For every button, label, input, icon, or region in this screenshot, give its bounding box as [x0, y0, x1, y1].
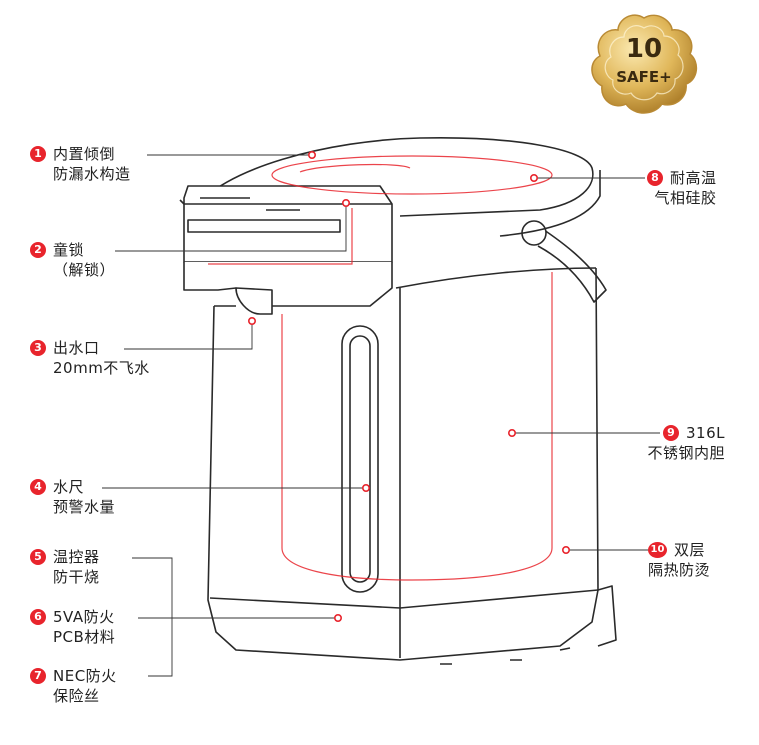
- feature-number-badge: 5: [30, 549, 46, 565]
- feature-number-badge: 7: [30, 668, 46, 684]
- feature-subtitle: PCB材料: [53, 628, 116, 646]
- callout-leaders: [102, 154, 665, 677]
- inner-liner-highlight: [208, 155, 553, 581]
- feature-title: 童锁: [53, 241, 85, 259]
- feature-subtitle: 防漏水构造: [53, 165, 131, 183]
- feature-7: 7 NEC防火 保险丝: [30, 666, 117, 706]
- feature-number-badge: 6: [30, 609, 46, 625]
- feature-subtitle: 隔热防烫: [648, 561, 711, 579]
- feature-3: 3 出水口 20mm不飞水: [30, 338, 150, 378]
- feature-title: 耐高温: [670, 169, 717, 187]
- feature-subtitle: 气相硅胶: [654, 189, 717, 207]
- safety-badge-icon: [591, 14, 698, 114]
- badge-number: 10: [625, 34, 663, 64]
- feature-9: 9 316L 不锈钢内胆: [643, 423, 725, 463]
- feature-title: 水尺: [53, 478, 85, 496]
- feature-number-badge: 9: [663, 425, 679, 441]
- feature-subtitle: （解锁）: [53, 261, 116, 279]
- feature-title: 5VA防火: [53, 608, 115, 626]
- feature-subtitle: 防干烧: [53, 568, 100, 586]
- feature-subtitle: 20mm不飞水: [53, 359, 150, 377]
- feature-title: 内置倾倒: [53, 145, 116, 163]
- badge-label: SAFE+: [616, 68, 672, 86]
- feature-4: 4 水尺 预警水量: [30, 477, 115, 517]
- feature-title: 温控器: [53, 548, 100, 566]
- feature-8: 8 耐高温 气相硅胶: [647, 168, 717, 208]
- feature-title: 出水口: [53, 339, 100, 357]
- callout-points: [248, 151, 570, 622]
- feature-number-badge: 1: [30, 146, 46, 162]
- feature-5: 5 温控器 防干烧: [30, 547, 100, 587]
- feature-2: 2 童锁 （解锁）: [30, 240, 115, 280]
- feature-number-badge: 3: [30, 340, 46, 356]
- feature-title: NEC防火: [53, 667, 117, 685]
- feature-10: 10 双层 隔热防烫: [648, 540, 710, 580]
- feature-number-badge: 10: [648, 542, 667, 558]
- feature-subtitle: 预警水量: [53, 498, 116, 516]
- feature-number-badge: 2: [30, 242, 46, 258]
- feature-title: 双层: [674, 541, 706, 559]
- feature-number-badge: 8: [647, 170, 663, 186]
- feature-subtitle: 保险丝: [53, 687, 100, 705]
- feature-subtitle: 不锈钢内胆: [647, 444, 725, 462]
- feature-1: 1 内置倾倒 防漏水构造: [30, 144, 131, 184]
- safety-badge: 10 SAFE+: [594, 14, 694, 114]
- feature-number-badge: 4: [30, 479, 46, 495]
- pot-body: [179, 136, 617, 665]
- feature-title: 316L: [686, 424, 725, 442]
- feature-6: 6 5VA防火 PCB材料: [30, 607, 115, 647]
